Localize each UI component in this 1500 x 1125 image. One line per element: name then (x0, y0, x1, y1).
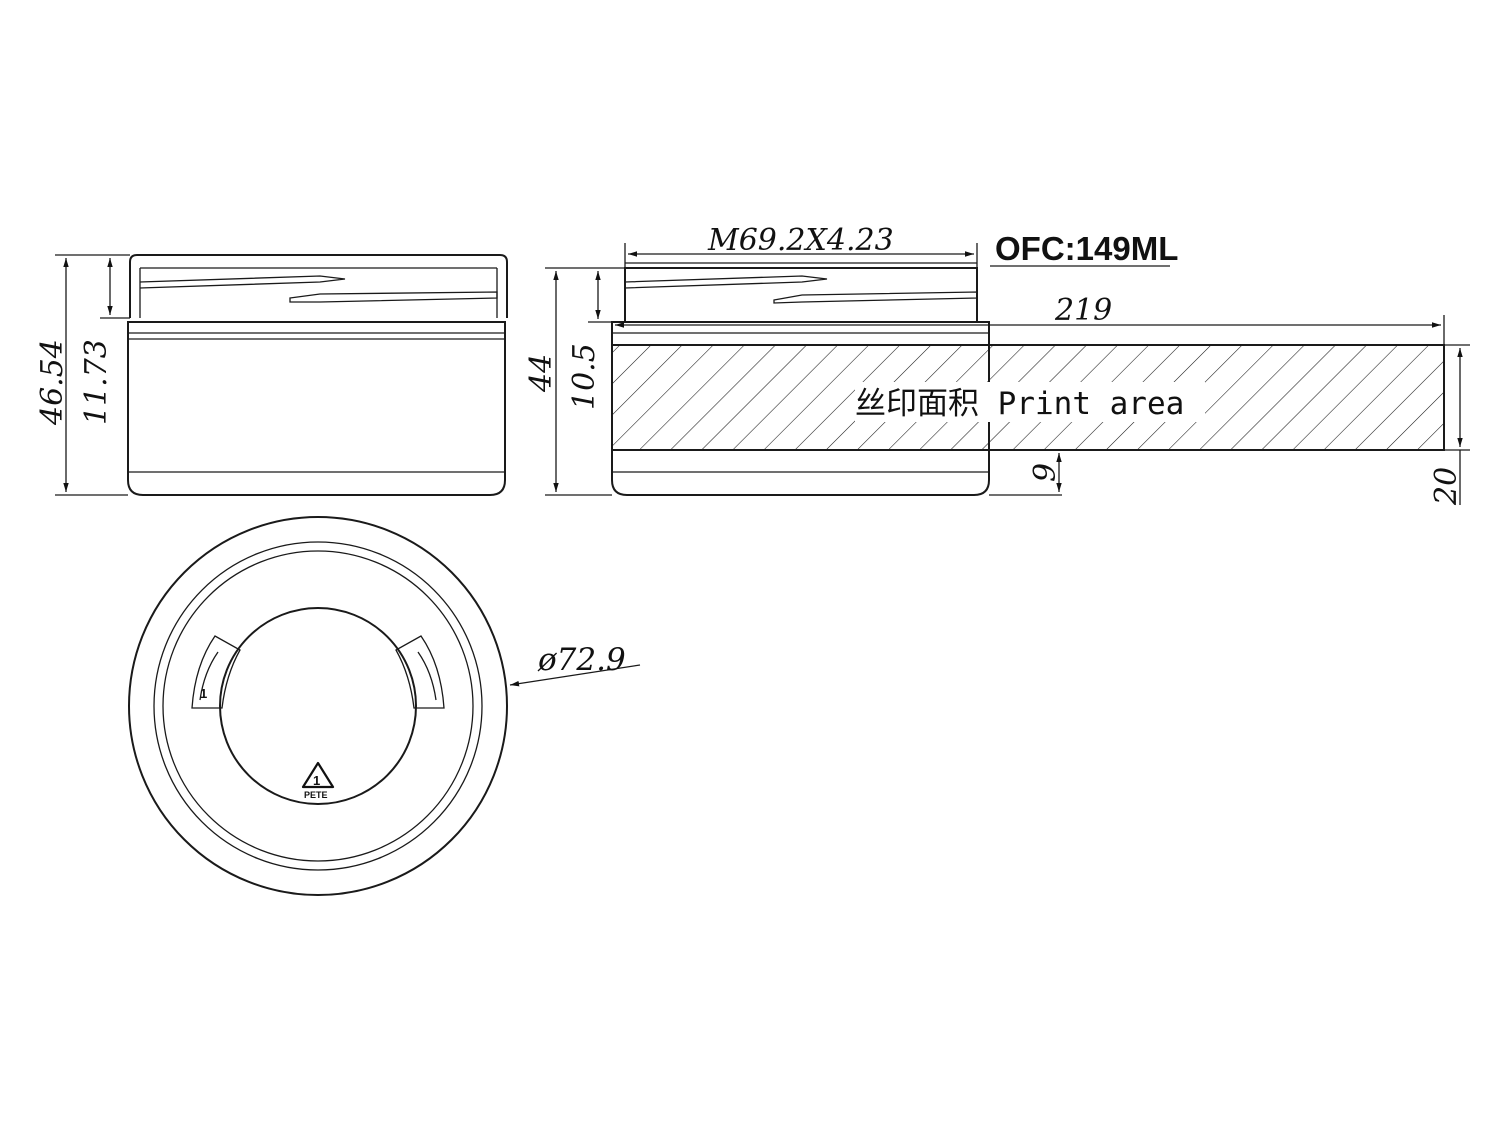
bottom-view: 1 1 PETE ø72.9 (128, 516, 641, 896)
dim-print-bottom-offset: 9 (1028, 463, 1063, 482)
dim-capped-height: 46.54 (35, 339, 70, 426)
cavity-tab-left (191, 635, 241, 709)
print-area-label: 丝印面积 Print area (855, 386, 1184, 422)
recycle-material: PETE (304, 790, 328, 800)
dim-jar-height: 44 (524, 354, 559, 393)
side-view-capped: 46.54 11.73 (35, 254, 508, 496)
recycle-code: 1 (313, 773, 320, 788)
dim-print-height-side: 10.5 (567, 343, 602, 410)
cavity-number: 1 (200, 686, 207, 701)
dim-cap-height: 11.73 (79, 339, 114, 425)
dim-diameter: ø72.9 (537, 642, 626, 678)
thread-spec: M69.2X4.23 (707, 223, 894, 258)
dim-print-height: 20 (1429, 467, 1464, 506)
capacity-label: OFC:149ML (995, 230, 1178, 267)
dim-print-width: 219 (1054, 293, 1112, 328)
cavity-tab-right (395, 635, 445, 709)
side-view-open: 丝印面积 Print area M69.2X4.23 OFC:149ML 219… (524, 223, 1470, 506)
recycle-icon: 1 PETE (301, 761, 335, 800)
